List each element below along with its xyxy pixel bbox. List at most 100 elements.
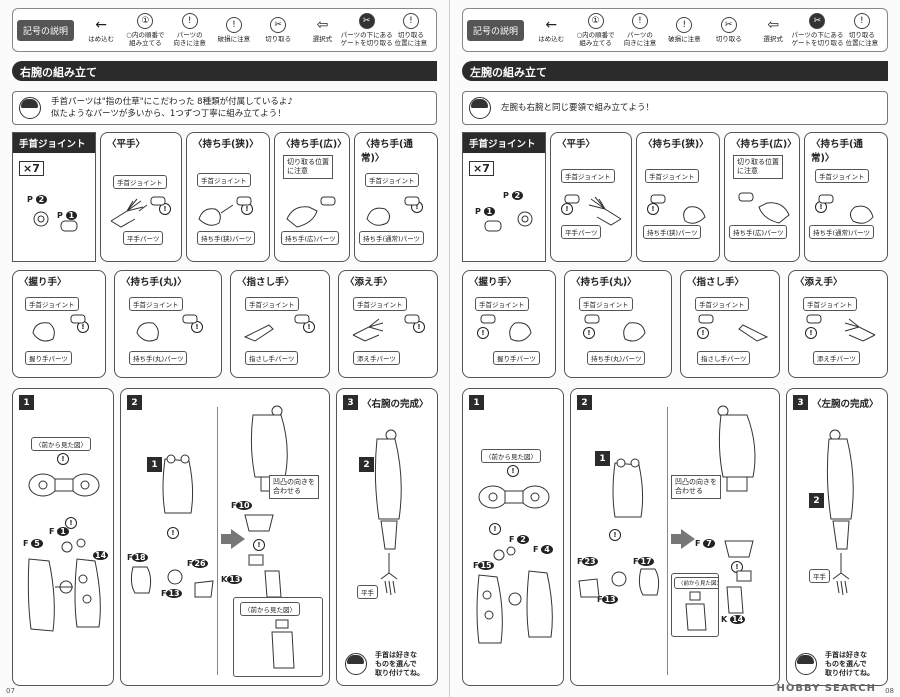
warning-icon: !: [253, 539, 265, 551]
message-text: 手首パーツは"指の仕草"にこだわった 8種類が付属しているよ♪ 似たようなパーツ…: [51, 97, 293, 119]
page-number: 08: [885, 687, 894, 695]
front-view-inset: 〈前から見た図〉: [671, 573, 719, 637]
upper-arm-parts-drawing: [27, 538, 101, 632]
gate-cut-icon: ✂: [809, 13, 826, 29]
legend-title: 記号の説明: [17, 19, 75, 41]
message-text: 左腕も右腕と同じ要領で組み立てよう！: [501, 103, 655, 113]
warning-icon: !: [167, 527, 179, 539]
legend-item-insert: ←はめ込む: [88, 17, 115, 43]
next-step-arrow: [221, 529, 245, 549]
scissors-icon: ✂: [270, 17, 287, 33]
wrist-joint-drawing: [484, 211, 533, 232]
support-hand-drawing: [352, 314, 420, 342]
pointing-hand-drawing: [698, 314, 769, 342]
tip-text: 手首は好きな ものを選んで 取り付けてね。: [375, 651, 424, 677]
damage-warning-icon: !: [676, 17, 693, 33]
front-view-label: 〈前から見た図〉: [31, 437, 91, 451]
hand-panel-grip-narrow: 〈持ち手(狭)〉 手首ジョイント ! 持ち手(狭)パーツ: [636, 132, 720, 262]
mascot-icon: [469, 97, 491, 119]
warning-icon: !: [561, 203, 573, 215]
legend-item-cut-position: !切り取る 位置に注意: [390, 13, 432, 47]
hand-label: 平手: [809, 569, 830, 583]
watermark: HOBBY SEARCH: [776, 683, 876, 694]
warning-icon: !: [57, 453, 69, 465]
elbow-parts-drawing: [578, 568, 660, 598]
front-view-forearm-drawing: [685, 591, 707, 631]
message-box: 手首パーツは"指の仕草"にこだわった 8種類が付属しているよ♪ 似たようなパーツ…: [12, 91, 437, 125]
section-title: 右腕の組み立て: [12, 61, 437, 81]
circled-one-icon: ①: [587, 13, 604, 29]
panel-title: 手首ジョイント: [13, 133, 95, 153]
count-badge: ×7: [469, 161, 494, 176]
hand-panel-grip-round: 〈持ち手(丸)〉 手首ジョイント ! 持ち手(丸)パーツ: [564, 270, 672, 378]
arrow-left-icon: ←: [543, 17, 560, 33]
part-label-p2: P 2: [27, 195, 48, 204]
front-view-drawing: [478, 485, 550, 509]
grip-narrow-hand-drawing: [650, 194, 706, 224]
cut-position-note: 切り取る位置 に注意: [283, 155, 333, 179]
forearm-part-drawing: [248, 554, 282, 598]
alignment-note: 凹凸の向きを 合わせる: [671, 475, 721, 499]
hand-panel-grip-wide: 〈持ち手(広)〉 切り取る位置 に注意 持ち手(広)パーツ: [724, 132, 800, 262]
arm-assembled-drawing: [717, 405, 756, 492]
grip-wide-hand-drawing: [738, 192, 790, 224]
warning-icon: !: [65, 517, 77, 529]
step-3-panel: 3〈右腕の完成〉 2 平手 手首は好きな ものを選んで 取り付けてね。: [336, 388, 438, 686]
legend-item-gate: ✂パーツの下にある ゲートを切り取る: [341, 13, 393, 47]
left-page: 記号の説明 ←はめ込む ①○内の順番で 組み立てる !パーツの 向きに注意 !破…: [6, 0, 450, 697]
hand-panel-grip-round: 〈持ち手(丸)〉 手首ジョイント ! 持ち手(丸)パーツ: [114, 270, 222, 378]
front-view-inset: 〈前から見た図〉: [233, 597, 323, 677]
hand-panel-support: 〈添え手〉 手首ジョイント ! 添え手パーツ: [788, 270, 888, 378]
cut-position-icon: !: [853, 13, 870, 29]
tip-text: 手首は好きな ものを選んで 取り付けてね。: [825, 651, 874, 677]
step-3-panel: 3〈左腕の完成〉 2 平手 手首は好きな ものを選んで 取り付けてね。: [786, 388, 888, 686]
warning-icon: !: [609, 529, 621, 541]
step-title: 〈右腕の完成〉: [362, 398, 429, 410]
front-view-label: 〈前から見た図〉: [481, 449, 541, 463]
cut-position-note: 切り取る位置 に注意: [733, 155, 783, 179]
section-title: 左腕の組み立て: [462, 61, 888, 81]
warning-icon: !: [647, 203, 659, 215]
hand-panel-grip-wide: 〈持ち手(広)〉 切り取る位置 に注意 持ち手(広)パーツ: [274, 132, 350, 262]
hand-label: 平手: [357, 585, 378, 599]
complete-arm-drawing: [826, 429, 854, 596]
warning-icon: !: [805, 327, 817, 339]
joint-cup-drawing: [244, 514, 274, 532]
wrist-joint-panel: 手首ジョイント ×7 P 2 P 1: [462, 132, 546, 262]
alignment-note: 凹凸の向きを 合わせる: [269, 475, 319, 499]
legend-item-cut: ✂切り取る: [257, 17, 299, 43]
hand-panel-grip-normal: 〈持ち手(通常)〉 手首ジョイント ! 持ち手(通常)パーツ: [804, 132, 888, 262]
elbow-parts-drawing: [130, 566, 214, 598]
legend-item-orientation: !パーツの 向きに注意: [169, 13, 211, 47]
arrow-left-icon: ←: [93, 17, 110, 33]
mascot-icon: [795, 653, 817, 675]
grip-normal-hand-drawing: [818, 194, 874, 224]
symbol-legend: 記号の説明 ←はめ込む ①○内の順番で 組み立てる !パーツの 向きに注意 !破…: [12, 8, 437, 52]
hand-panel-fist: 〈握り手〉 手首ジョイント ! 握り手パーツ: [12, 270, 106, 378]
choice-arrow-icon: ⇦: [314, 17, 331, 33]
upper-arm-parts-drawing: [476, 546, 553, 644]
right-page: 記号の説明 ←はめ込む ①○内の順番で 組み立てる !パーツの 向きに注意 !破…: [450, 0, 900, 697]
warning-icon: !: [583, 327, 595, 339]
hand-panel-pointing: 〈指さし手〉 手首ジョイント ! 指さし手パーツ: [230, 270, 330, 378]
wrist-joint-drawing: [33, 211, 78, 232]
hand-panel-grip-narrow: 〈持ち手(狭)〉 手首ジョイント ! 持ち手(狭)パーツ: [186, 132, 270, 262]
scissors-icon: ✂: [720, 17, 737, 33]
open-hand-drawing: [564, 194, 622, 226]
front-view-drawing: [28, 473, 100, 497]
step-title: 〈左腕の完成〉: [812, 398, 879, 410]
hand-panel-fist: 〈握り手〉 手首ジョイント ! 握り手パーツ: [462, 270, 556, 378]
fist-hand-drawing: [480, 314, 532, 342]
gate-cut-icon: ✂: [358, 13, 375, 29]
open-hand-drawing: [110, 196, 166, 228]
circled-one-icon: ①: [137, 13, 154, 29]
hand-panel-open: 〈平手〉 手首ジョイント ! 平手パーツ: [550, 132, 632, 262]
next-step-arrow: [671, 529, 695, 549]
warning-icon: !: [489, 523, 501, 535]
legend-title: 記号の説明: [467, 19, 525, 41]
page-number: 07: [6, 687, 15, 695]
grip-round-hand-drawing: [584, 314, 646, 342]
warning-icon: !: [631, 13, 648, 29]
symbol-legend: 記号の説明 ←はめ込む ①○内の順番で 組み立てる !パーツの 向きに注意 !破…: [462, 8, 888, 52]
